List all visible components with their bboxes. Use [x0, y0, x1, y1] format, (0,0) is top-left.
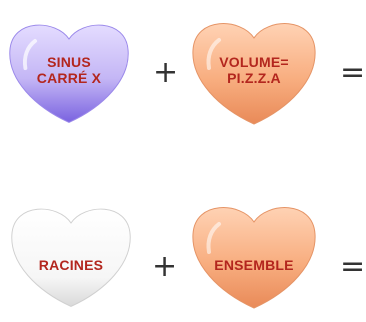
heart-shape [192, 23, 316, 125]
plus-operator-2: + [152, 249, 178, 284]
equals-operator-1: = [340, 55, 366, 90]
equals-operator-2: = [340, 249, 366, 284]
heart-text-ensemble: ENSEMBLE [188, 257, 320, 273]
heart-shape [11, 208, 131, 307]
heart-candy-racines: RACINES [8, 200, 134, 312]
heart-shape [9, 24, 129, 123]
heart-text-line2: PI.Z.Z.A [227, 70, 281, 86]
heart-text-line2: CARRÉ X [36, 70, 102, 86]
plus-operator-1: + [153, 55, 179, 90]
heart-text-line1: ENSEMBLE [214, 257, 294, 273]
heart-text-line1: SINUS [47, 54, 91, 70]
heart-candy-volume: VOLUME= PI.Z.Z.A [188, 16, 320, 128]
heart-text-sinus: SINUS CARRÉ X [6, 54, 132, 86]
heart-text-volume: VOLUME= PI.Z.Z.A [188, 54, 320, 86]
heart-candy-ensemble: ENSEMBLE [188, 200, 320, 312]
heart-text-line1: RACINES [38, 257, 104, 273]
heart-text-line1: VOLUME= [219, 54, 289, 70]
heart-candy-sinus: SINUS CARRÉ X [6, 16, 132, 128]
heart-text-racines: RACINES [8, 257, 134, 273]
heart-shape [192, 207, 316, 309]
